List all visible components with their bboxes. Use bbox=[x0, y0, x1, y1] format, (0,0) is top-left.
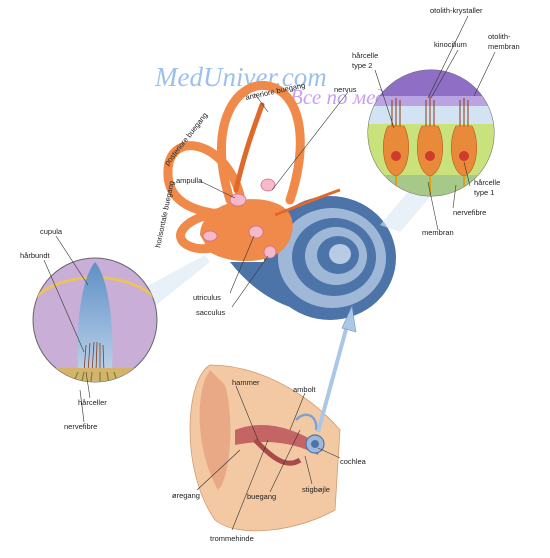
label-ampulla: ampulla bbox=[176, 176, 203, 185]
sacculus-spot bbox=[263, 245, 277, 259]
connection-arrow bbox=[316, 304, 357, 433]
label-oregang: øregang bbox=[172, 491, 200, 500]
label-otolith-krystaller: otolith-krystaller bbox=[430, 6, 483, 15]
label-stigbojle: stigbøjle bbox=[302, 485, 330, 494]
label-nervus: nervus bbox=[334, 85, 357, 94]
label-membran: membran bbox=[422, 228, 454, 237]
label-otolith-membran-line1: otolith- bbox=[488, 32, 511, 41]
label-hammer: hammer bbox=[232, 378, 260, 387]
label-harcelle-type2-line1: hårcelle bbox=[352, 51, 378, 60]
watermark-brand: MedUniver.com bbox=[154, 62, 327, 92]
cupula-inset bbox=[32, 255, 210, 383]
vestibule bbox=[200, 178, 341, 262]
label-harcelle-type1-line1: hårcelle bbox=[474, 178, 500, 187]
label-horisontal-buegang: horisontale buegang bbox=[153, 180, 176, 248]
label-posterior-buegang: posteriore buegang bbox=[162, 111, 209, 167]
label-otolith-membran-line2: membran bbox=[488, 42, 520, 51]
label-nervefibre-left: nervefibre bbox=[64, 422, 97, 431]
utriculus-spot bbox=[248, 225, 264, 239]
cochlea-spiral bbox=[230, 196, 396, 320]
label-utriculus: utriculus bbox=[193, 293, 221, 302]
label-cochlea: cochlea bbox=[340, 457, 367, 466]
label-harcelle-type2-line2: type 2 bbox=[352, 61, 372, 70]
label-harcelle-type1-line2: type 1 bbox=[474, 188, 494, 197]
label-kinocilium: kinocilium bbox=[434, 40, 467, 49]
label-ambolt: ambolt bbox=[293, 385, 316, 394]
label-trommehinde: trommehinde bbox=[210, 534, 254, 543]
label-buegang: buegang bbox=[247, 492, 276, 501]
label-cupula: cupula bbox=[40, 227, 63, 236]
label-harbundt: hårbundt bbox=[20, 251, 51, 260]
label-nervefibre-top: nervefibre bbox=[453, 208, 486, 217]
ampulla-spot bbox=[229, 193, 247, 207]
label-sacculus: sacculus bbox=[196, 308, 225, 317]
label-harceller: hårceller bbox=[78, 398, 107, 407]
leader-lines bbox=[43, 15, 496, 531]
